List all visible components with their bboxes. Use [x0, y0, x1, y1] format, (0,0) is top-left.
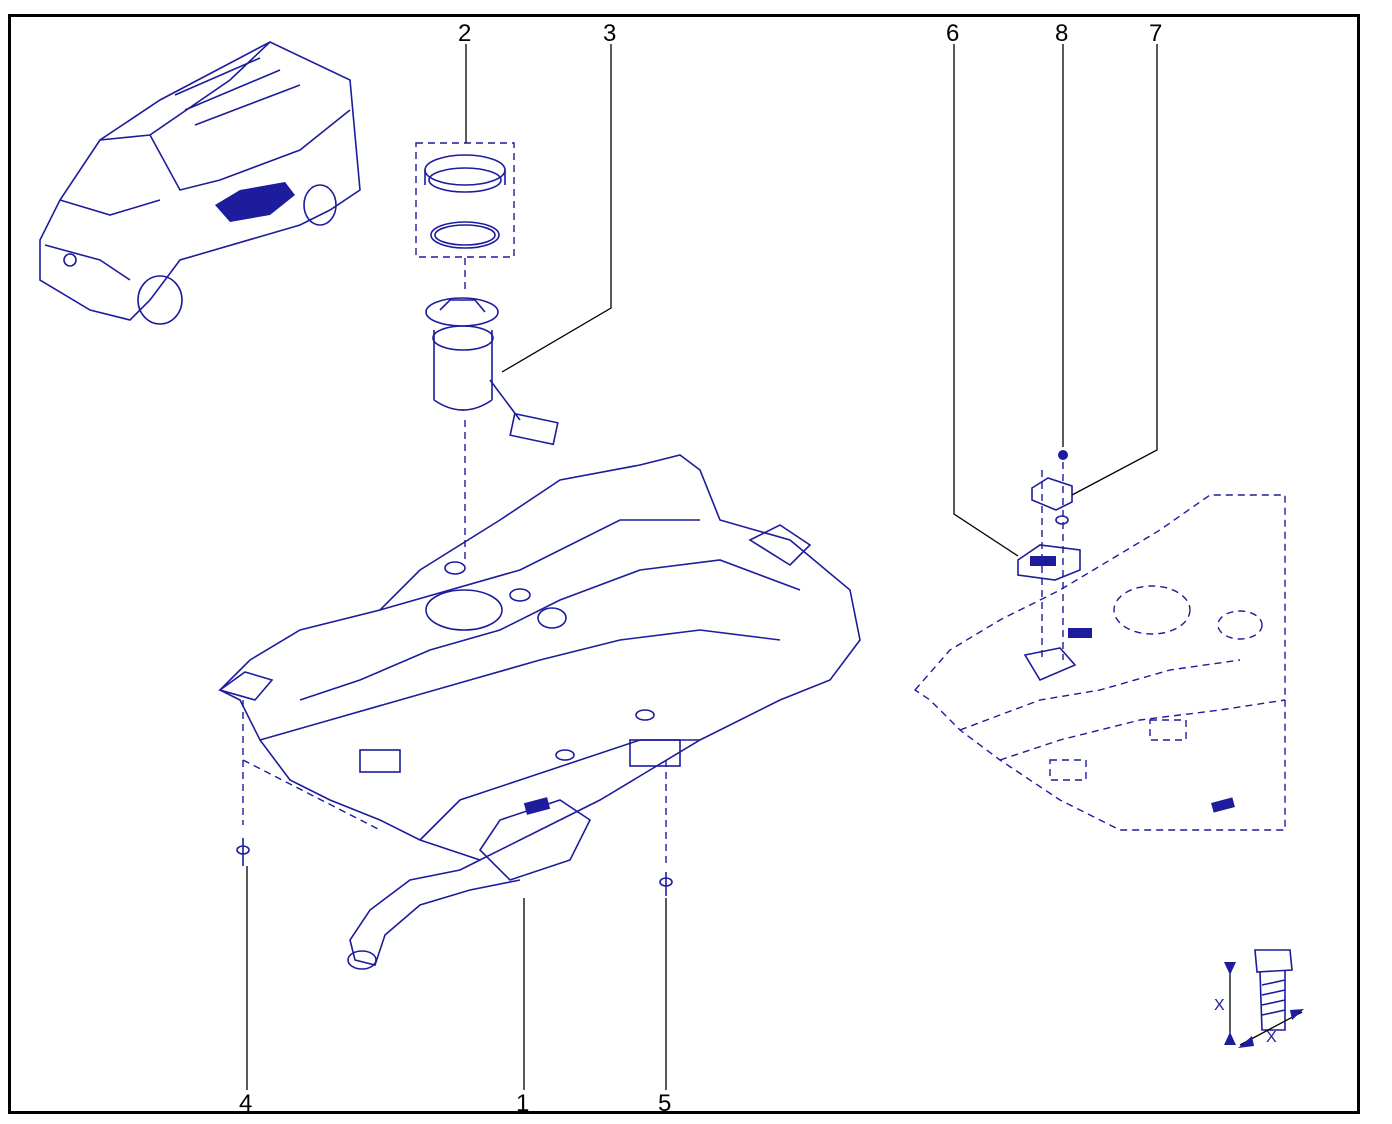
fuel-pump-module [425, 297, 559, 446]
leader-lines [246, 44, 1158, 1090]
bolt-5 [659, 872, 673, 896]
fuel-tank [218, 454, 861, 970]
callout-1: 1 [516, 1090, 530, 1117]
bolt-4 [236, 838, 250, 866]
callout-8: 8 [1055, 20, 1069, 47]
van-location-illustration [39, 41, 361, 325]
bracket-7 [1031, 477, 1073, 525]
tightening-torque-symbol [1224, 949, 1304, 1048]
sensor-6 [1017, 544, 1081, 581]
callout-7: 7 [1149, 20, 1163, 47]
callout-6: 6 [946, 20, 960, 47]
callout-2: 2 [458, 20, 472, 47]
torque-label-vertical: X [1214, 997, 1225, 1014]
torque-label-horizontal: X [1266, 1029, 1277, 1046]
callout-3: 3 [603, 20, 617, 47]
detail-tank-outline [913, 494, 1286, 831]
callout-4: 4 [239, 1090, 253, 1117]
callout-5: 5 [658, 1090, 672, 1117]
nut-8 [1058, 450, 1068, 460]
diagram-frame [8, 14, 1360, 1114]
locking-ring-and-seal [415, 142, 515, 258]
